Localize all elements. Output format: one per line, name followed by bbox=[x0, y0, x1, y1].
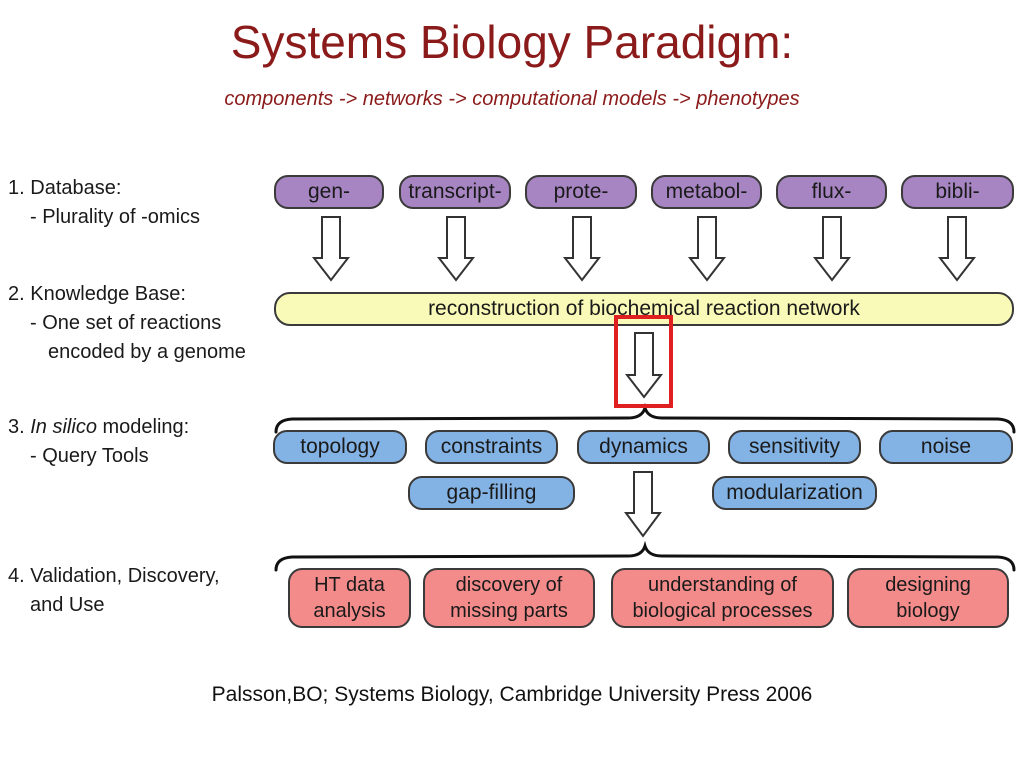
step-number: 2. bbox=[8, 283, 25, 305]
step-detail: - Plurality of -omics bbox=[30, 206, 201, 228]
step-number: 3. bbox=[8, 416, 25, 438]
network-reconstruction-bar: reconstruction of biochemical reaction n… bbox=[274, 292, 1014, 326]
step-in-silico-modeling: 3. In silico modeling: - Query Tools bbox=[8, 413, 278, 471]
step-detail: - Query Tools bbox=[30, 445, 149, 467]
step-database: 1. Database: - Plurality of -omics bbox=[8, 174, 278, 232]
step-label: Validation, Discovery, bbox=[30, 565, 220, 587]
down-arrow-icon bbox=[562, 216, 602, 282]
down-arrow-icon bbox=[436, 216, 476, 282]
curly-brace-icon bbox=[274, 402, 1016, 434]
outcome-pill-understanding: understanding of biological processes bbox=[611, 568, 834, 628]
outcome-line: HT data bbox=[314, 574, 385, 596]
outcome-pill-ht-data: HT data analysis bbox=[288, 568, 411, 628]
tool-pill-noise: noise bbox=[879, 430, 1013, 464]
step-number: 1. bbox=[8, 177, 25, 199]
tool-pill-constraints: constraints bbox=[425, 430, 558, 464]
outcome-line: analysis bbox=[313, 600, 386, 622]
step-label: modeling: bbox=[96, 416, 190, 438]
step-label: Knowledge Base: bbox=[30, 283, 186, 305]
omics-pill-bibli: bibli- bbox=[901, 175, 1014, 209]
omics-pill-transcript: transcript- bbox=[399, 175, 511, 209]
tool-pill-modularization: modularization bbox=[712, 476, 877, 510]
omics-pill-gen: gen- bbox=[274, 175, 384, 209]
citation: Palsson,BO; Systems Biology, Cambridge U… bbox=[211, 683, 813, 706]
outcome-line: designing bbox=[885, 574, 971, 596]
step-validation: 4. Validation, Discovery, and Use bbox=[8, 562, 278, 620]
tool-pill-sensitivity: sensitivity bbox=[728, 430, 861, 464]
outcome-line: biological processes bbox=[632, 600, 813, 622]
curly-brace-icon bbox=[274, 540, 1016, 572]
step-detail: and Use bbox=[30, 594, 105, 616]
down-arrow-icon bbox=[937, 216, 977, 282]
step-knowledge-base: 2. Knowledge Base: - One set of reaction… bbox=[8, 280, 278, 367]
omics-pill-metabol: metabol- bbox=[651, 175, 762, 209]
down-arrow-icon bbox=[812, 216, 852, 282]
outcome-line: understanding of bbox=[647, 574, 797, 596]
outcome-pill-designing: designing biology bbox=[847, 568, 1009, 628]
tool-pill-gap-filling: gap-filling bbox=[408, 476, 575, 510]
slide-subtitle: components -> networks -> computational … bbox=[224, 88, 800, 110]
down-arrow-icon bbox=[624, 332, 664, 399]
step-detail: - One set of reactions bbox=[30, 312, 222, 334]
down-arrow-icon bbox=[687, 216, 727, 282]
step-label: Database: bbox=[30, 177, 122, 199]
down-arrow-icon bbox=[624, 471, 662, 538]
highlight-box bbox=[614, 315, 673, 408]
step-detail: encoded by a genome bbox=[48, 341, 246, 363]
omics-pill-flux: flux- bbox=[776, 175, 887, 209]
slide-title: Systems Biology Paradigm: bbox=[230, 16, 794, 68]
down-arrow-icon bbox=[311, 216, 351, 282]
outcome-line: discovery of bbox=[455, 574, 563, 596]
omics-pill-prote: prote- bbox=[525, 175, 637, 209]
outcome-pill-discovery: discovery of missing parts bbox=[423, 568, 595, 628]
tool-pill-topology: topology bbox=[273, 430, 407, 464]
tool-pill-dynamics: dynamics bbox=[577, 430, 710, 464]
step-number: 4. bbox=[8, 565, 25, 587]
step-label-italic: In silico bbox=[30, 416, 97, 438]
outcome-line: biology bbox=[896, 600, 960, 622]
outcome-line: missing parts bbox=[450, 600, 568, 622]
